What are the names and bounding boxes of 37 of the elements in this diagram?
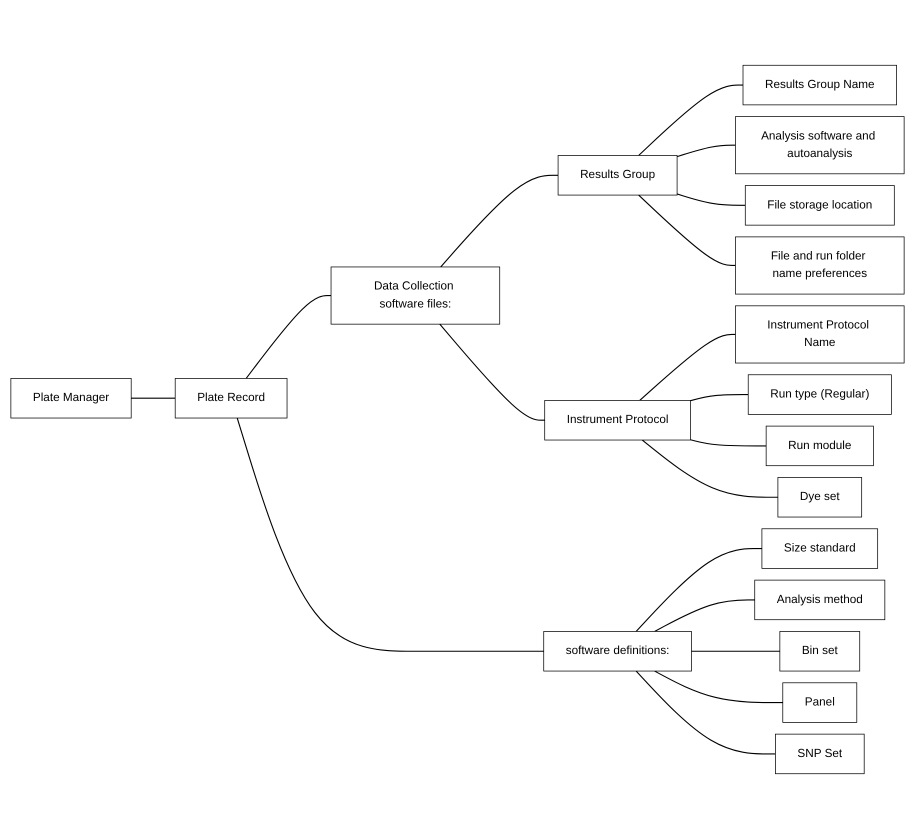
node-box: Analysis method	[754, 580, 886, 620]
connector	[690, 439, 766, 446]
node-box: File storage location	[744, 185, 895, 226]
connector	[439, 324, 545, 421]
connector	[691, 650, 780, 652]
node-box: Analysis software and autoanalysis	[735, 116, 904, 174]
node-box: Results Group Name	[742, 64, 897, 106]
connector	[440, 174, 558, 268]
node-box: Panel	[782, 682, 858, 723]
node-box: Run type (Regular)	[748, 374, 892, 415]
connector	[636, 548, 762, 632]
node-box: File and run folder name preferences	[735, 236, 904, 294]
connector	[654, 599, 755, 632]
node-box: SNP Set	[775, 734, 865, 774]
connector	[639, 334, 736, 401]
connector	[642, 440, 778, 498]
node-box: Run module	[766, 426, 874, 466]
connector	[246, 295, 332, 379]
node-box: Instrument Protocol Name	[735, 305, 904, 364]
connector	[690, 394, 748, 402]
connector	[654, 670, 783, 704]
connector	[676, 193, 746, 206]
connector	[131, 398, 176, 399]
node-box: Plate Record	[174, 378, 288, 418]
node-box: Dye set	[778, 477, 862, 518]
node-box: Data Collection software files:	[330, 266, 500, 325]
node-box: Plate Manager	[10, 378, 132, 418]
connector	[676, 144, 736, 158]
node-box: Bin set	[779, 631, 860, 672]
node-box: Results Group	[558, 155, 678, 196]
connector	[638, 194, 736, 266]
node-box: Size standard	[762, 528, 878, 569]
node-box: software definitions:	[543, 631, 692, 672]
node-box: Instrument Protocol	[544, 400, 691, 440]
connector	[236, 418, 544, 652]
connector	[636, 670, 776, 754]
connector	[638, 84, 743, 156]
